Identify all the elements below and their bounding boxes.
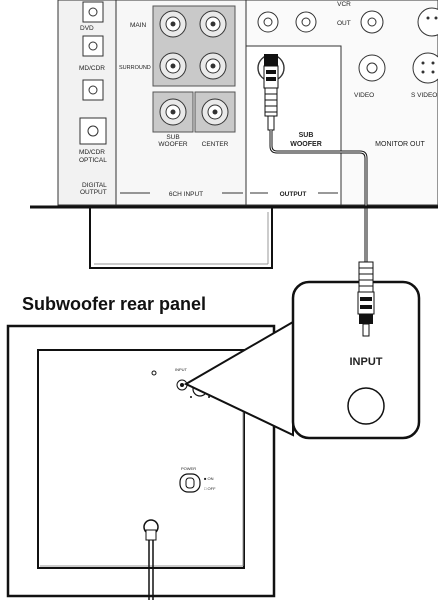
label-out: OUT [337,20,351,27]
on-label: ■ ON [204,476,214,481]
power-switch [179,473,201,493]
label-vcr: VCR [337,1,351,8]
rca-plug-subwoofer [357,261,375,337]
label-digital-output: DIGITAL OUTPUT [80,182,108,196]
left-jacks [79,1,107,145]
label-monitor-out: MONITOR OUT [375,141,425,148]
power-cord [143,519,159,600]
six-ch-jacks [152,5,236,133]
callout-input-label: INPUT [350,356,383,368]
receiver-rear-panel: DVD MD/CDR MD/CDR OPTICAL DIGITAL OUTPUT… [30,0,438,269]
jack-optical [79,117,107,145]
label-s-video: S VIDEO [411,92,437,99]
label-output: OUTPUT [280,191,307,198]
label-main: MAIN [130,22,147,29]
callout-input-jack [347,387,385,425]
rca-plug-receiver [263,54,279,131]
label-md-cdr-optical-line1: MD/CDR [79,149,105,156]
jack-surround-r [199,52,227,80]
jack-surround-l [159,52,187,80]
label-md-cdr-optical: MD/CDR OPTICAL [79,149,107,164]
jack-top [82,1,104,23]
subwoofer-title: Subwoofer rear panel [22,294,206,314]
label-6ch-input: 6CH INPUT [169,191,203,198]
jack-main-l [159,10,187,38]
power-led [151,370,157,376]
left-jack-column [57,0,117,206]
power-label: POWER [181,466,196,471]
input-small-label: INPUT [175,367,188,372]
jack-center-in [201,98,229,126]
jack-md-cdr [82,79,104,101]
jack-video-b [295,11,317,33]
off-label: □ OFF [204,486,216,491]
jack-vcr-out [360,10,384,34]
jack-s-video-top [417,7,438,37]
label-video: VIDEO [354,92,374,99]
subwoofer-input-jack [176,379,188,391]
jack-dvd [82,35,104,57]
jack-video-a [257,11,279,33]
jack-main-r [199,10,227,38]
callout-box [291,280,421,440]
jack-sub-woofer-in [159,98,187,126]
input-callout: INPUT [183,280,421,440]
label-md-cdr: MD/CDR [79,65,105,72]
jack-monitor-video [358,54,386,82]
label-dvd: DVD [80,25,94,32]
jack-s-video [412,52,438,84]
label-center: CENTER [202,141,229,148]
label-md-cdr-optical-line2: OPTICAL [79,157,107,164]
label-surround: SURROUND [119,65,151,71]
receiver-foot [89,207,273,269]
